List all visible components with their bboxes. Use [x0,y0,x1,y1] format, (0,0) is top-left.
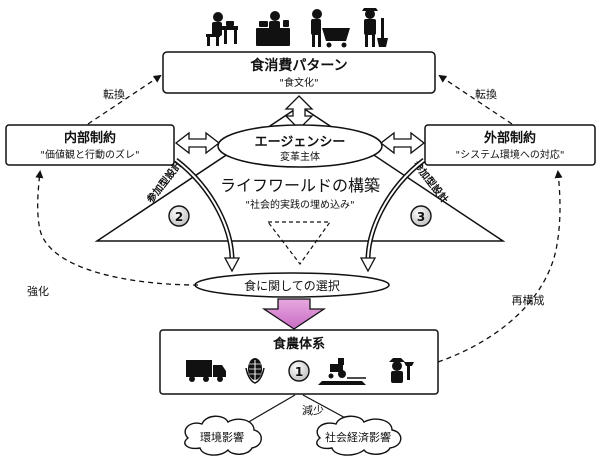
lifeworld-subtitle: "社会的実践の埋め込み" [245,198,354,211]
food-consumption-pattern-subtitle: "食文化" [279,76,318,89]
truck-icon [186,360,226,382]
person-cooking-icon [256,11,290,46]
reconstruct-label: 再構成 [512,294,545,307]
right-agency-double-arrow [379,131,426,155]
reinforce-loop-arrow [35,170,199,286]
environmental-impact-label: 環境影響 [200,430,244,444]
grain-icon [245,358,265,384]
external-constraint-box [424,124,596,166]
choice-to-system-arrow [261,298,327,330]
badge-1: 1 [288,360,310,382]
svg-text:2: 2 [175,210,183,224]
svg-text:1: 1 [295,365,303,379]
reconstruct-loop-arrow [437,170,563,363]
agency-ellipse [217,124,383,168]
environmental-impact-cloud: 環境影響 [184,415,262,456]
inner-dashed-triangle [266,221,332,266]
badge-2: 2 [168,205,190,227]
agency-title: エージェンシー [255,135,346,150]
conversion-right-arrow [438,74,513,125]
lifeworld-title: ライフワールドの構築 [220,176,380,195]
food-choice-label: 食に関しての選択 [244,278,340,293]
food-agriculture-system-title: 食農体系 [273,336,325,352]
left-agency-double-arrow [174,131,221,155]
socioeconomic-impact-cloud: 社会経済影響 [316,415,402,456]
reinforce-label: 強化 [27,284,49,298]
lifeworld-triangle [94,105,506,242]
person-shopping-cart-icon [311,9,350,48]
socioeconomic-impact-label: 社会経済影響 [325,430,391,444]
conversion-right-label: 転換 [475,88,497,101]
external-constraint-subtitle: "システム環境への対応" [456,148,565,161]
badge-3: 3 [410,205,432,227]
reduce-label: 減少 [302,403,324,417]
tractor-field-icon [318,358,366,385]
internal-constraint-subtitle: "価値観と行動のズレ" [40,148,139,161]
conversion-left-label: 転換 [103,88,125,101]
svg-text:3: 3 [417,210,425,224]
person-gardening-icon [362,8,388,47]
external-constraint-title: 外部制約 [483,130,536,146]
food-consumption-pattern-box [162,51,436,94]
conversion-left-arrow [87,74,162,125]
internal-constraint-title: 内部制約 [64,130,116,146]
agency-subtitle: 変革主体 [280,150,320,163]
internal-constraint-box [5,124,175,166]
person-at-table-icon [206,12,238,46]
farmer-icon [389,358,414,383]
food-consumption-pattern-title: 食消費パターン [250,57,347,74]
